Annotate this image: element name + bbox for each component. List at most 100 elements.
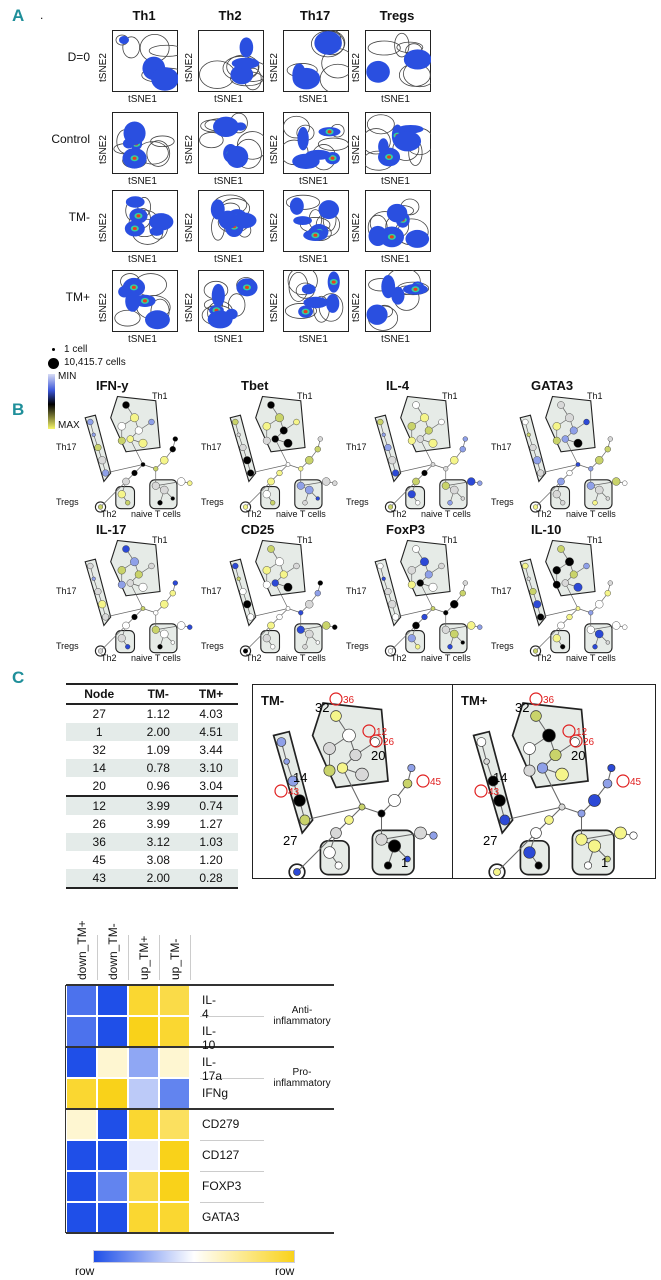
- table-cell: 32: [92, 743, 106, 757]
- heatmap-cell: [97, 1140, 128, 1171]
- tree-node: [573, 582, 583, 592]
- marker-tree: [84, 395, 193, 513]
- tree-node: [239, 443, 247, 452]
- row-divider: [200, 1202, 264, 1203]
- tree-node: [421, 613, 428, 621]
- tree-node: [462, 580, 468, 586]
- tree-node: [462, 436, 468, 442]
- tsne-plot: [283, 190, 349, 252]
- tsne-plot: [198, 112, 264, 174]
- column-divider: [159, 935, 160, 980]
- tree-node: [612, 621, 621, 630]
- tree-node: [542, 728, 556, 743]
- tree-node: [526, 432, 531, 437]
- highlight-circle: [569, 734, 583, 748]
- tree-node: [523, 764, 536, 777]
- heatmap-cell: [128, 1140, 159, 1171]
- y-axis-label: tSNE2: [269, 213, 280, 242]
- tree-node: [523, 742, 536, 755]
- tree-node: [122, 545, 130, 553]
- tree-node: [283, 758, 290, 765]
- heatmap-cell: [128, 1047, 159, 1078]
- stray-dot: .: [40, 8, 44, 22]
- table-cell: 3.99: [132, 795, 185, 815]
- tree-node: [262, 580, 271, 589]
- tree-node: [416, 579, 424, 587]
- tree-node: [577, 809, 586, 818]
- tree-node: [293, 562, 300, 570]
- tree-node: [420, 413, 429, 423]
- tree-node: [533, 600, 542, 609]
- marker-title: IL-10: [531, 522, 562, 537]
- x-axis-label: tSNE1: [214, 176, 243, 187]
- tree-node: [443, 466, 449, 472]
- highlight-circle: [416, 774, 430, 788]
- row-header: TM+: [65, 290, 90, 304]
- population-label-naive: naive T cells: [276, 509, 326, 519]
- tree-node: [404, 855, 411, 863]
- tree-node: [588, 794, 601, 807]
- highlight-circle: [529, 692, 543, 706]
- tree-node: [605, 640, 610, 645]
- table-cell: 20: [92, 779, 106, 793]
- tree-node: [557, 401, 565, 409]
- x-axis-label: tSNE1: [381, 94, 410, 105]
- tree-node: [302, 644, 308, 650]
- tree-node: [412, 545, 420, 553]
- heatmap-column-label: down_TM-: [106, 923, 120, 980]
- tree-node: [270, 644, 276, 650]
- tree-node: [415, 500, 421, 506]
- large-dot-icon: [48, 358, 59, 369]
- population-label-tregs: Tregs: [491, 497, 514, 507]
- tree-node: [499, 814, 511, 826]
- panel-c-label: C: [12, 668, 25, 687]
- tree-node: [358, 803, 366, 811]
- tree-node: [388, 600, 397, 609]
- tree-node: [407, 763, 416, 773]
- population-label-th2: Th2: [246, 509, 262, 519]
- y-axis-label: tSNE2: [269, 293, 280, 322]
- tree-node: [428, 438, 438, 448]
- population-label-th2: Th2: [246, 653, 262, 663]
- table-cell: 0.74: [184, 795, 238, 815]
- population-label-naive: naive T cells: [276, 653, 326, 663]
- tree-node: [117, 566, 126, 575]
- tree-node: [493, 794, 506, 807]
- tree-node: [298, 466, 304, 472]
- y-axis-label: tSNE2: [184, 135, 195, 164]
- tree-node: [592, 500, 598, 506]
- tree-node: [566, 613, 573, 621]
- tree-node: [450, 456, 459, 465]
- marker-tree: [229, 539, 338, 657]
- tree-node: [140, 606, 146, 611]
- tree-node: [232, 562, 239, 570]
- tree-node: [388, 794, 401, 807]
- tree-node: [377, 562, 384, 570]
- tree-node: [232, 418, 239, 426]
- tsne-plot: [365, 30, 431, 92]
- population-label-th2: Th2: [101, 653, 117, 663]
- heatmap-cell: [97, 1016, 128, 1047]
- colorbar: [93, 1250, 295, 1263]
- tree-node: [170, 496, 175, 501]
- column-divider: [190, 935, 191, 980]
- tree-node: [407, 580, 416, 589]
- tree-node: [412, 477, 420, 486]
- tree-node: [296, 625, 305, 634]
- tree-node: [438, 562, 445, 570]
- tree-node: [126, 579, 134, 587]
- column-divider: [128, 935, 129, 980]
- small-dot-icon: [52, 348, 55, 351]
- tree-node: [355, 767, 369, 782]
- table-cell: 0.28: [184, 869, 238, 889]
- tree-node: [262, 422, 271, 431]
- population-label-tregs: Tregs: [346, 641, 369, 651]
- tree-node: [407, 436, 416, 445]
- x-axis-label: tSNE1: [381, 254, 410, 265]
- tree-node: [247, 613, 255, 621]
- col-node: Node: [66, 683, 133, 705]
- tree-node: [117, 580, 126, 589]
- population-label-tregs: Tregs: [56, 497, 79, 507]
- tree-node: [569, 570, 578, 579]
